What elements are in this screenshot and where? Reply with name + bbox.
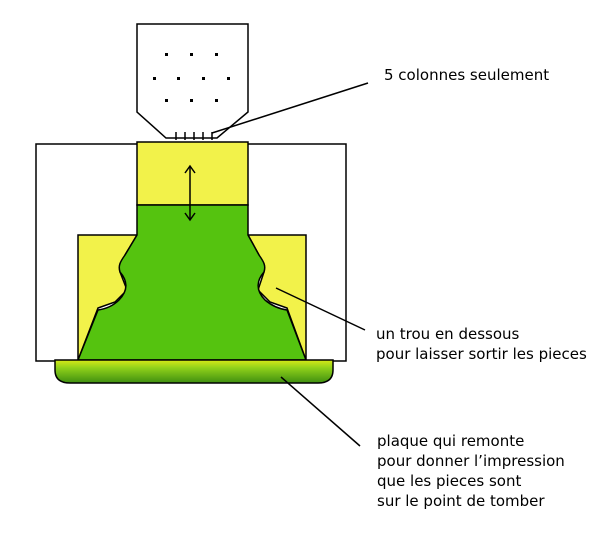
columns-note-line-1: 5 colonnes seulement bbox=[384, 66, 550, 84]
hole-note-line-2: pour laisser sortir les pieces bbox=[376, 345, 587, 363]
plate-leader-line bbox=[280, 376, 361, 447]
plate-note-line-2: pour donner l’impression bbox=[377, 452, 565, 470]
plate-note: plaque qui remonte pour donner l’impress… bbox=[377, 431, 565, 511]
column-slits bbox=[175, 132, 213, 140]
hole-note-line-1: un trou en dessous bbox=[376, 325, 520, 343]
bottom-plate bbox=[54, 359, 334, 384]
hopper bbox=[136, 23, 249, 139]
double-arrow bbox=[184, 164, 196, 222]
hole-leader-line bbox=[275, 287, 366, 331]
columns-leader-line bbox=[211, 82, 369, 134]
hopper-dots bbox=[153, 53, 230, 102]
plate-note-line-4: sur le point de tomber bbox=[377, 492, 545, 510]
hole-note: un trou en dessous pour laisser sortir l… bbox=[376, 324, 587, 364]
columns-note: 5 colonnes seulement bbox=[384, 65, 549, 85]
plate-note-line-3: que les pieces sont bbox=[377, 472, 522, 490]
yellow-column bbox=[136, 141, 249, 206]
plate-note-line-1: plaque qui remonte bbox=[377, 432, 525, 450]
